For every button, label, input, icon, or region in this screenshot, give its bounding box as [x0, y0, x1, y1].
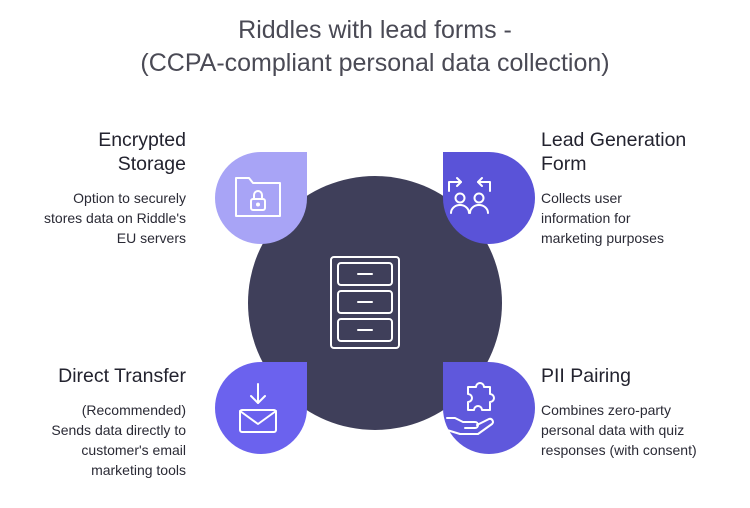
- puzzle-hand-icon: [446, 382, 495, 435]
- lead-generation-form-heading: Lead Generation Form: [541, 129, 687, 175]
- encrypted-storage-heading: Encrypted Storage: [98, 129, 186, 175]
- pii-pairing-description: Combines zero-party personal data with q…: [541, 402, 697, 458]
- file-cabinet-icon: [330, 256, 400, 349]
- encrypted-storage-description: Option to securely stores data on Riddle…: [44, 190, 186, 246]
- pii-pairing-heading: PII Pairing: [541, 365, 631, 387]
- diagram-title: Riddles with lead forms - (CCPA-complian…: [0, 14, 750, 80]
- lead-generation-form-block: Lead Generation Form Collects user infor…: [541, 128, 741, 248]
- encrypted-storage-block: Encrypted Storage Option to securely sto…: [0, 128, 186, 248]
- center-circle: [248, 176, 502, 430]
- folder-lock-icon: [235, 177, 281, 217]
- direct-transfer-heading: Direct Transfer: [58, 365, 186, 387]
- petal-top-right: [443, 152, 535, 244]
- lead-generation-form-description: Collects user information for marketing …: [541, 190, 664, 246]
- pii-pairing-block: PII Pairing Combines zero-party personal…: [541, 364, 741, 460]
- direct-transfer-description: (Recommended) Sends data directly to cus…: [51, 402, 186, 478]
- title-line-2: (CCPA-compliant personal data collection…: [140, 49, 610, 77]
- direct-transfer-block: Direct Transfer (Recommended) Sends data…: [0, 364, 186, 480]
- mail-download-icon: [239, 383, 277, 433]
- users-exchange-icon: [448, 177, 491, 214]
- title-line-1: Riddles with lead forms -: [238, 16, 512, 44]
- petal-bottom-left: [215, 362, 307, 454]
